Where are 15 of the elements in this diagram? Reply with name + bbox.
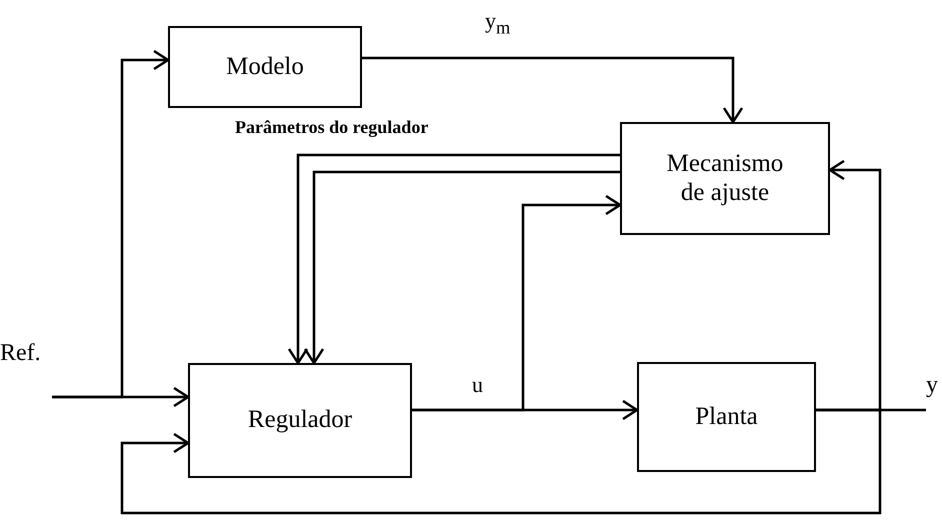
signal-label: y xyxy=(926,372,938,400)
arrow xyxy=(362,56,744,124)
process-box xyxy=(188,363,412,478)
arrow xyxy=(120,408,882,514)
arrow xyxy=(412,194,622,412)
box-label: Regulador xyxy=(248,406,352,435)
process-box xyxy=(168,26,362,108)
process-box xyxy=(637,362,816,472)
box-label: Mecanismo de ajuste xyxy=(666,150,784,208)
box-label: Modelo xyxy=(226,52,304,82)
process-box xyxy=(620,122,830,235)
signal-label: Ref. xyxy=(0,340,41,368)
edge-label: Parâmetros do regulador xyxy=(233,117,430,138)
arrow xyxy=(52,50,170,398)
box-label: Planta xyxy=(695,402,758,432)
